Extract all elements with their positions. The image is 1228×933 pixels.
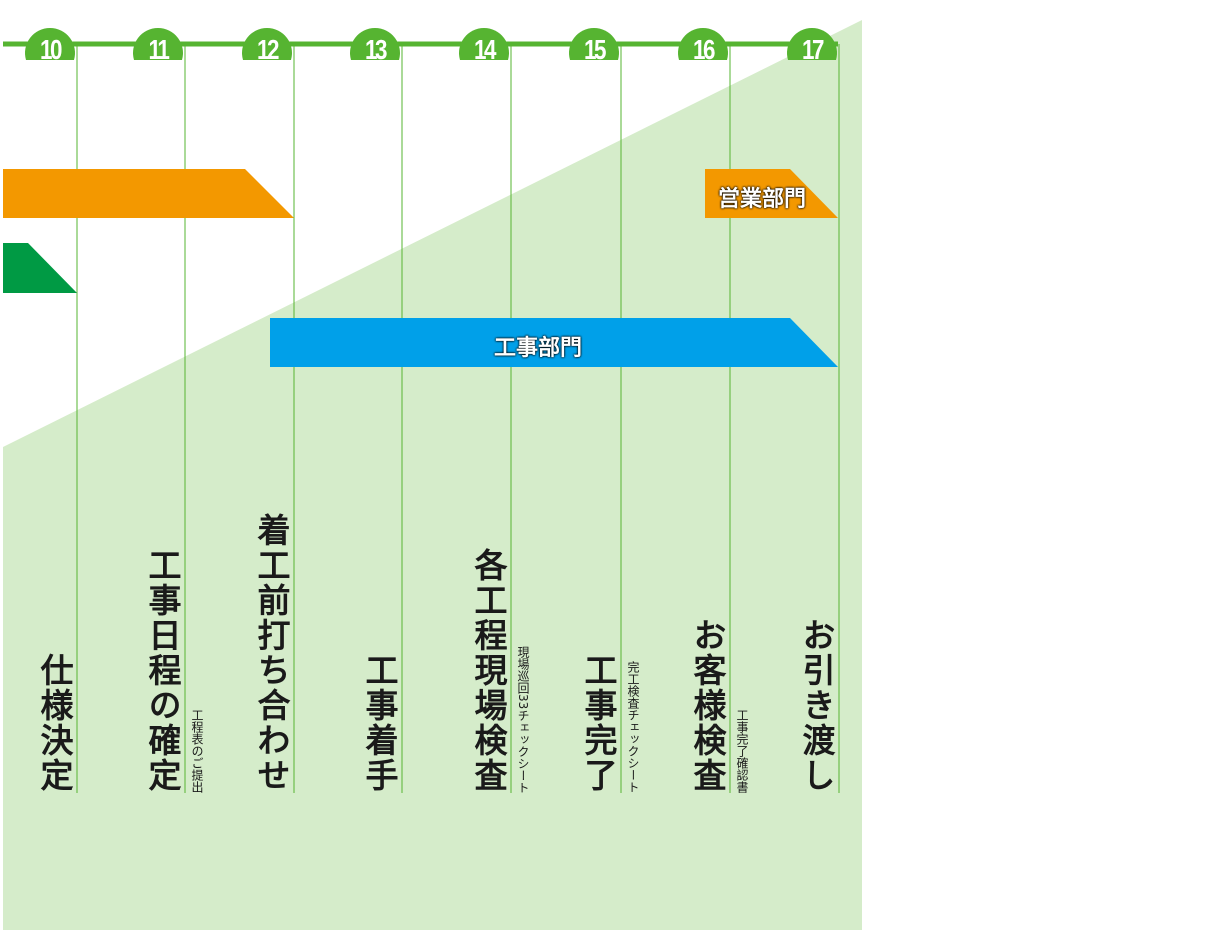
construction-department-label: 工事部門	[494, 336, 583, 361]
step-circle	[678, 27, 728, 60]
background-wedge	[3, 20, 862, 930]
step-label: お客様検査	[688, 618, 727, 793]
step-label: 仕様決定	[35, 653, 74, 793]
step-circle	[25, 27, 75, 60]
sales-bar-left	[3, 169, 294, 218]
step-circle	[350, 27, 400, 60]
step-label: お引き渡し	[797, 618, 836, 793]
step-number: 10	[39, 34, 63, 65]
step-label: 工事着手	[360, 653, 399, 793]
step-document: 完工検査チェックシート	[626, 661, 640, 793]
step-circle	[459, 27, 509, 60]
step-circle	[133, 27, 183, 60]
step-number: 15	[583, 34, 607, 65]
step-document: 工程表のご提出	[190, 709, 204, 793]
step-number: 11	[148, 34, 170, 65]
sales-bar-right	[705, 169, 838, 218]
step-label: 着工前打ち合わせ	[252, 513, 291, 793]
step-label: 各工程現場検査	[469, 548, 508, 793]
step-number: 12	[256, 34, 280, 65]
step-label: 工事日程の確定	[143, 548, 182, 793]
step-circle	[241, 27, 292, 60]
green-bar-left	[3, 243, 77, 293]
step-number: 16	[692, 34, 716, 65]
step-label: 工事完了	[579, 653, 618, 793]
step-number: 13	[364, 34, 388, 65]
step-document: 現場巡回33チェックシート	[516, 645, 530, 793]
sales-department-label: 営業部門	[718, 187, 807, 212]
step-number: 17	[801, 34, 825, 65]
step-circle	[786, 27, 837, 60]
step-circle	[569, 27, 619, 60]
step-number: 14	[473, 34, 497, 65]
step-document: 工事完了確認書	[735, 709, 749, 793]
construction-bar	[270, 318, 838, 367]
